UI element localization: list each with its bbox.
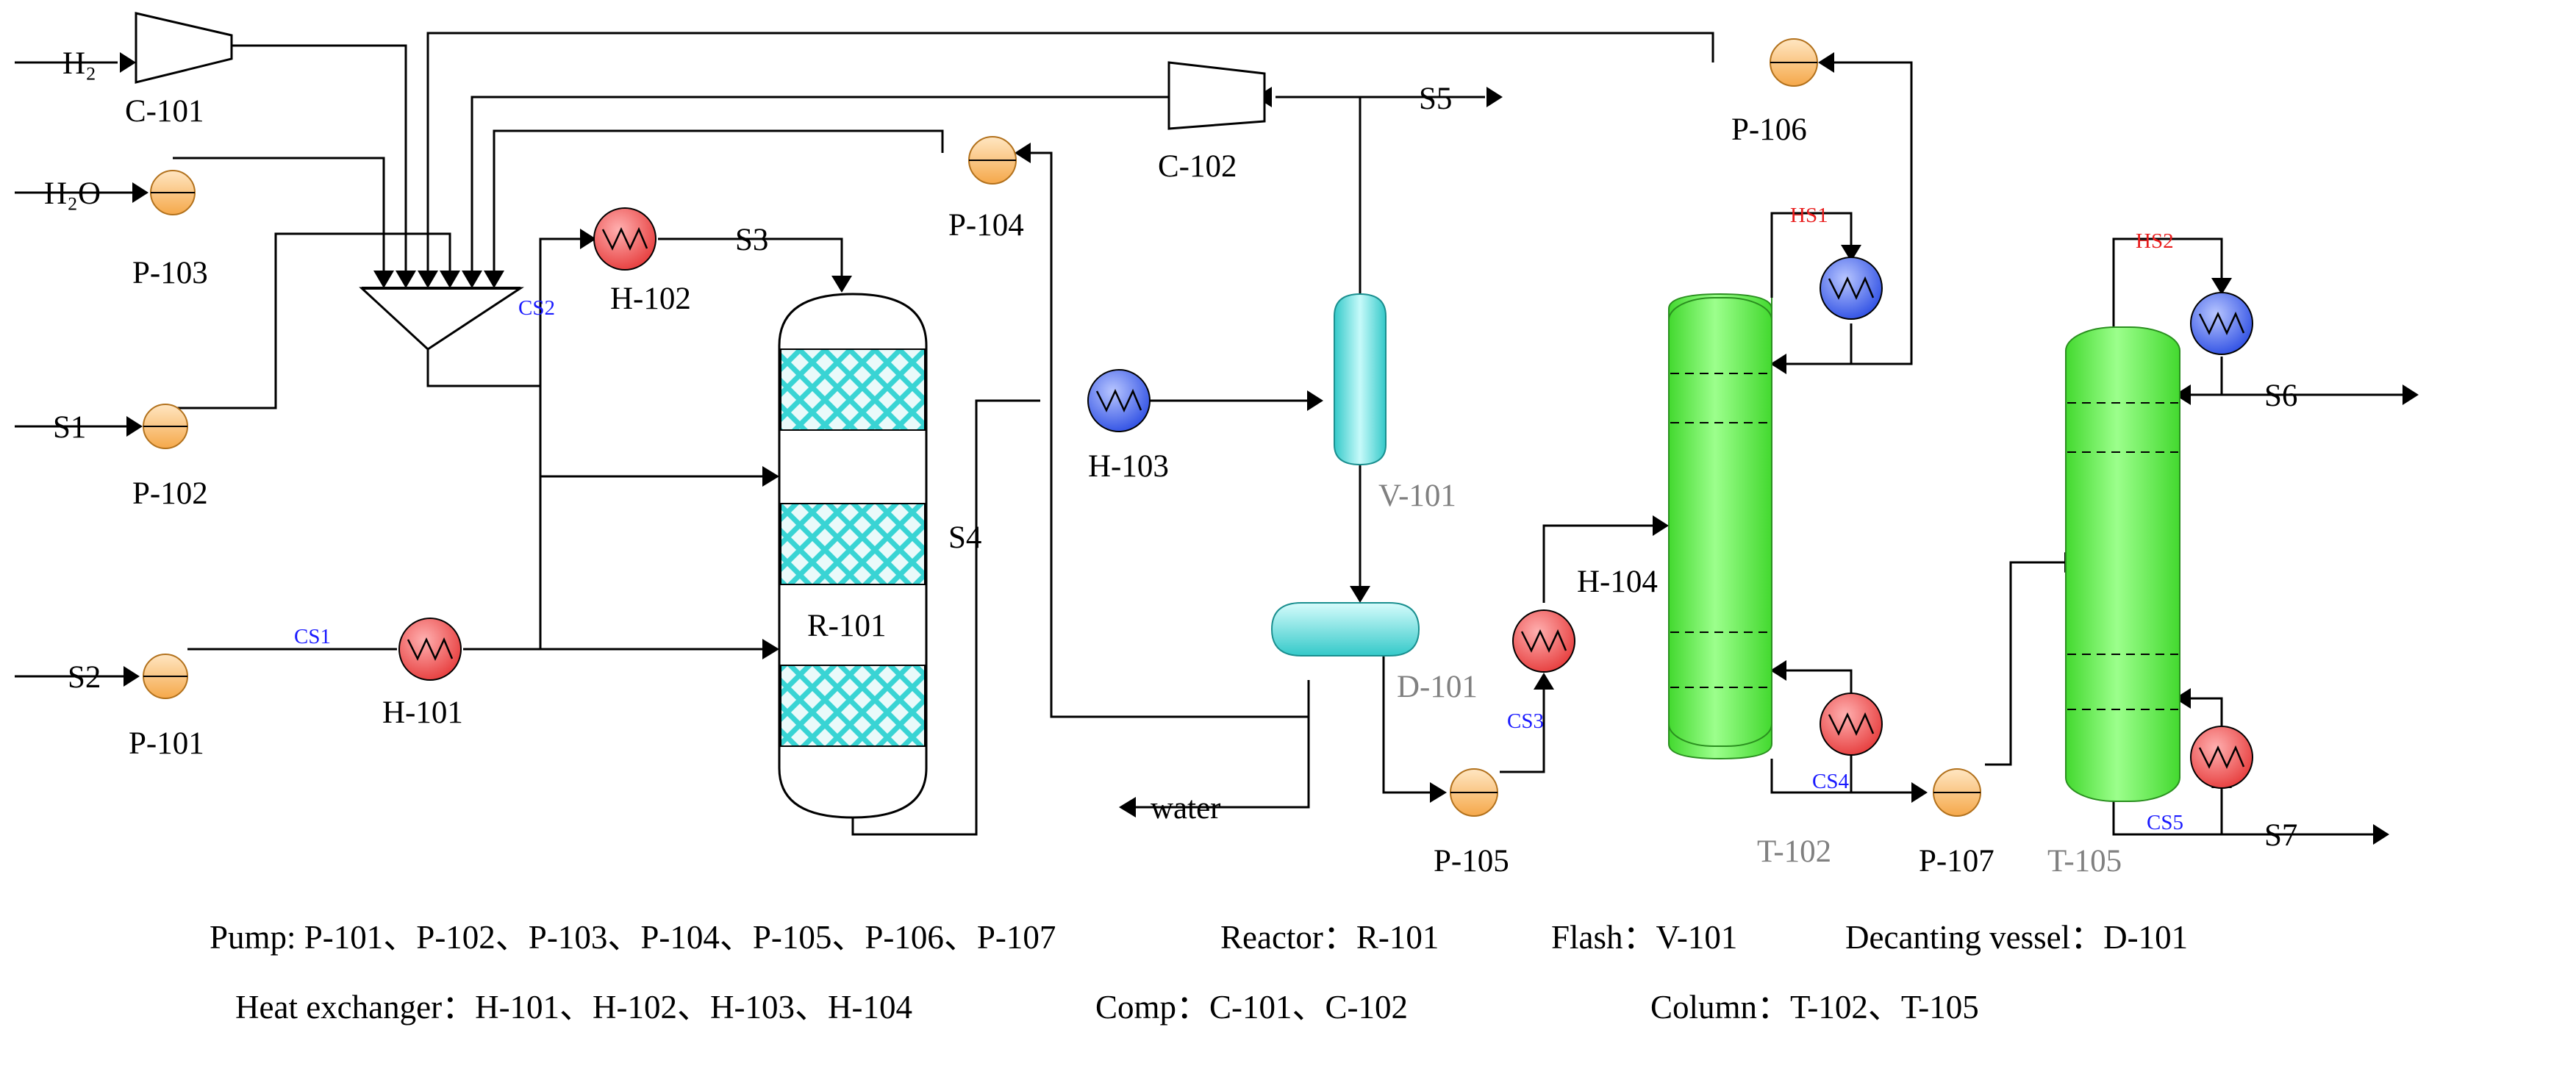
stream-s4: S4 [948,520,981,555]
label-t105: T-105 [2047,844,2122,879]
catalyst-bed-1 [780,348,926,431]
pump-p105 [1450,768,1498,817]
column-t105 [2065,326,2180,802]
label-c102: C-102 [1158,149,1237,184]
legend-comp: Comp：C-101、C-102 [1095,989,1408,1026]
mixer [359,287,525,351]
label-h103: H-103 [1088,449,1169,484]
label-p104: P-104 [948,208,1024,243]
heater-h101 [398,618,462,681]
label-cs5: CS5 [2147,811,2183,834]
pump-p106 [1770,38,1818,87]
legend-heat-exchanger: Heat exchanger：H-101、H-102、H-103、H-104 [235,989,912,1026]
pump-p103 [150,170,196,215]
pump-p107 [1933,768,1981,817]
label-cs3: CS3 [1507,709,1544,733]
label-c101: C-101 [125,94,204,129]
catalyst-bed-2 [780,503,926,585]
label-h102: H-102 [610,282,691,316]
heater-h104 [1512,609,1575,673]
pump-p102 [143,404,188,449]
decanter-d101 [1270,602,1420,656]
flash-v101 [1334,293,1387,466]
legend-decanting: Decanting vessel：D-101 [1845,919,2188,956]
stream-s6: S6 [2264,379,2297,413]
stream-s2: S2 [68,660,101,695]
condenser-t105 [2190,292,2253,355]
stream-h2o: H₂O [44,176,101,211]
cooler-h103 [1087,369,1151,432]
label-r101: R-101 [807,609,887,643]
legend: Pump: P-101、P-102、P-103、P-104、P-105、P-10… [210,919,2188,1026]
legend-column: Column：T-102、T-105 [1650,989,1979,1026]
label-p106: P-106 [1731,112,1807,147]
label-h104: H-104 [1577,565,1658,599]
pump-p101 [143,654,188,699]
label-p102: P-102 [132,476,208,511]
stream-s1: S1 [53,410,86,445]
label-p101: P-101 [129,726,204,761]
compressor-c102 [1167,61,1266,130]
reactor-r101 [778,293,928,819]
stream-s5: S5 [1419,82,1452,116]
compressor-c101 [135,12,233,84]
label-cs4: CS4 [1812,770,1849,793]
stream-s3: S3 [735,223,768,257]
condenser-t102 [1820,257,1883,320]
label-p103: P-103 [132,256,208,290]
label-cs2: CS2 [518,296,555,320]
label-p105: P-105 [1434,844,1509,879]
stream-h2: H₂ [62,46,96,81]
legend-pump: Pump: P-101、P-102、P-103、P-104、P-105、P-10… [210,919,1056,956]
label-v101: V-101 [1378,479,1456,513]
legend-flash: Flash：V-101 [1551,919,1737,956]
process-lines [15,32,2404,836]
label-d101: D-101 [1397,670,1478,704]
label-hs2: HS2 [2136,229,2174,253]
label-h101: H-101 [382,695,463,730]
stream-s7: S7 [2264,818,2297,853]
label-cs1: CS1 [294,625,331,648]
legend-reactor: Reactor：R-101 [1220,919,1439,956]
label-hs1: HS1 [1790,204,1828,227]
heater-h102 [593,207,656,271]
stream-water: water [1151,791,1221,826]
column-t102 [1668,293,1772,760]
reboiler-t105 [2190,726,2253,789]
label-t102: T-102 [1757,834,1831,869]
reboiler-t102 [1820,693,1883,756]
label-p107: P-107 [1919,844,1994,879]
catalyst-bed-3 [780,665,926,747]
pump-p104 [968,136,1017,185]
